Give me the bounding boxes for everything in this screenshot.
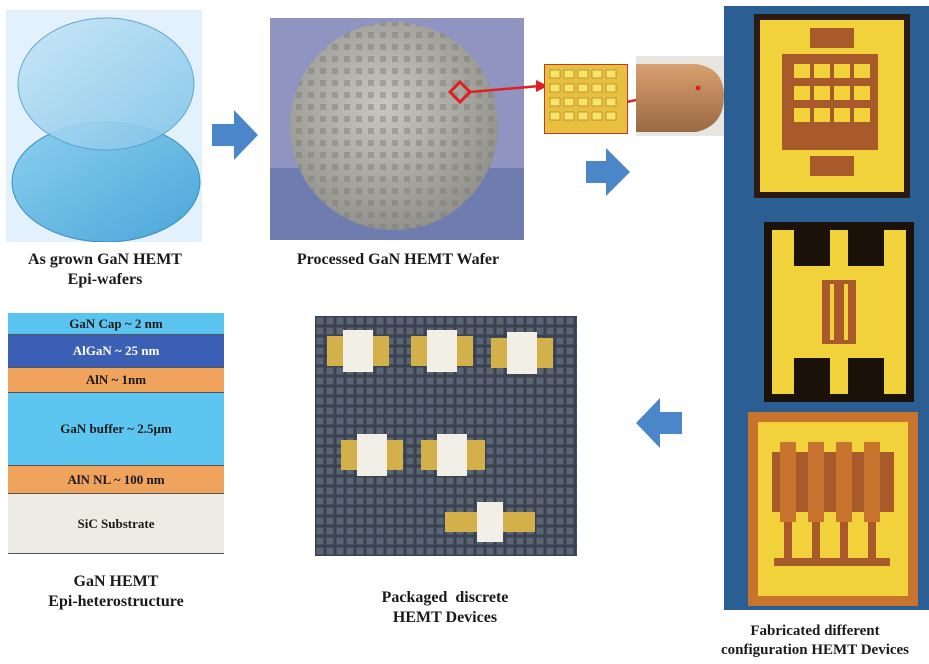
- layer-label: AlGaN ~ 25 nm: [72, 343, 160, 358]
- epi-wafers-caption-line1: As grown GaN HEMT: [28, 251, 182, 268]
- fingertip-image: [636, 56, 724, 136]
- epi-wafers-caption-line2: Epi-wafers: [67, 271, 143, 288]
- layer-label: AlN ~ 1nm: [85, 372, 147, 387]
- die-closeup-image: [544, 64, 628, 134]
- fabricated-devices-panel: [724, 6, 929, 610]
- fabricated-caption-line2: configuration HEMT Devices: [720, 642, 910, 658]
- epi-wafers-image: [6, 10, 202, 242]
- layer-label: GaN buffer ~ 2.5μm: [60, 421, 172, 436]
- packaged-caption-line1: Packaged discrete: [381, 589, 509, 606]
- packaged-devices-caption: Packaged discrete HEMT Devices: [330, 588, 560, 628]
- block-arrow-icon: [636, 398, 682, 448]
- layer-gan-cap: GaN Cap ~ 2 nm: [8, 313, 224, 335]
- processed-wafer-caption: Processed GaN HEMT Wafer: [296, 251, 500, 268]
- layer-algan: AlGaN ~ 25 nm: [8, 335, 224, 368]
- fabricated-caption-line1: Fabricated different: [750, 623, 880, 639]
- layer-gan-buffer: GaN buffer ~ 2.5μm: [8, 393, 224, 466]
- packaged-devices-image: [315, 316, 577, 556]
- packaged-caption-line2: HEMT Devices: [392, 609, 498, 626]
- heterostructure-caption-line1: GaN HEMT: [73, 573, 159, 590]
- heterostructure-caption: GaN HEMT Epi-heterostructure: [0, 572, 232, 612]
- layer-aln-1nm: AlN ~ 1nm: [8, 368, 224, 393]
- layer-label: GaN Cap ~ 2 nm: [69, 315, 163, 331]
- epi-wafers-caption: As grown GaN HEMT Epi-wafers: [0, 250, 210, 290]
- block-arrow-icon: [212, 110, 258, 160]
- hemt-device-2-image: [764, 222, 914, 402]
- fabricated-devices-caption: Fabricated different configuration HEMT …: [690, 622, 929, 660]
- heterostructure-caption-line2: Epi-heterostructure: [48, 593, 184, 610]
- hemt-device-1-image: [754, 14, 910, 198]
- hemt-device-3-image: [748, 412, 918, 606]
- layer-label: SiC Substrate: [77, 515, 155, 531]
- processed-wafer-image: [270, 18, 524, 240]
- layer-label: AlN NL ~ 100 nm: [67, 471, 165, 487]
- block-arrow-icon: [586, 148, 630, 196]
- layer-aln-nl: AlN NL ~ 100 nm: [8, 466, 224, 494]
- layer-sic-substrate: SiC Substrate: [8, 494, 224, 554]
